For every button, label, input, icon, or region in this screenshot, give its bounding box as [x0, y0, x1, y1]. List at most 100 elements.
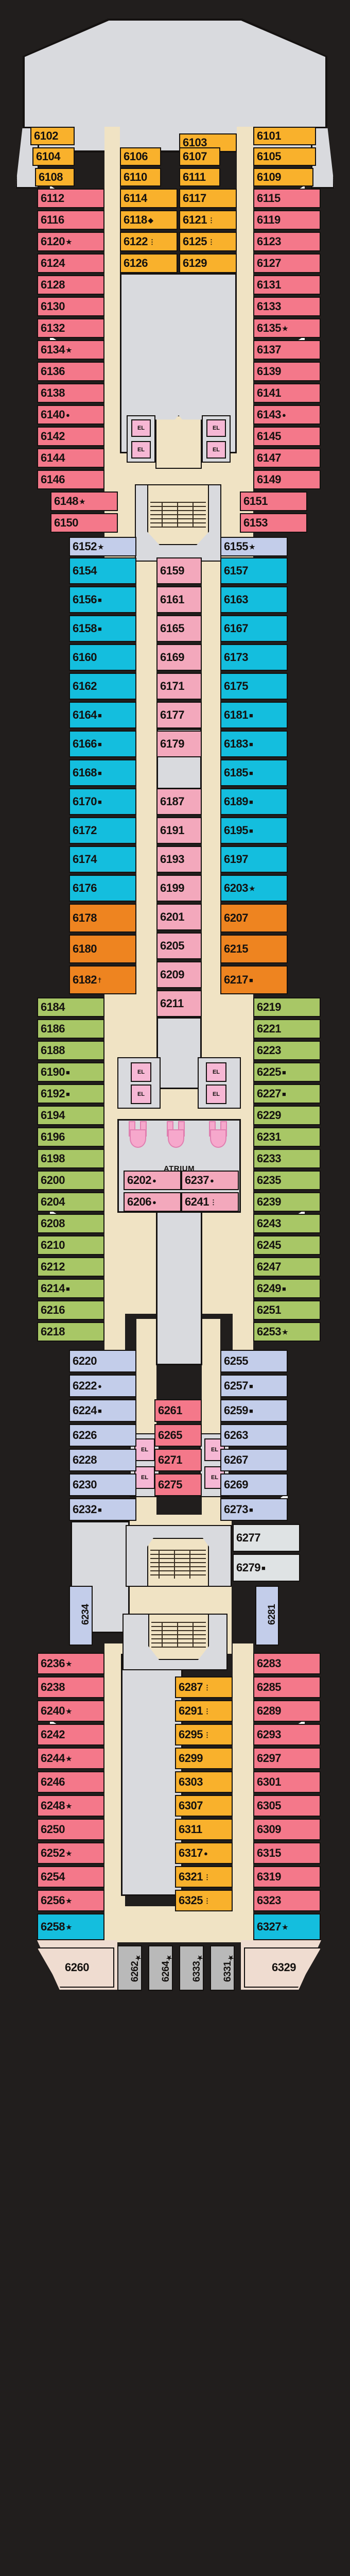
elevator-forward-port-1[interactable]: EL — [131, 419, 151, 437]
cabin-6206[interactable]: 6206● — [124, 1192, 181, 1212]
cabin-6118[interactable]: 6118◆ — [120, 210, 178, 230]
cabin-6112[interactable]: 6112 — [37, 189, 104, 208]
cabin-6264[interactable]: 6264★ — [148, 1945, 173, 1991]
cabin-6247[interactable]: 6247 — [253, 1257, 321, 1277]
cabin-6130[interactable]: 6130 — [37, 297, 104, 316]
elevator-forward-starboard-1[interactable]: EL — [206, 419, 226, 437]
cabin-6106[interactable]: 6106 — [120, 147, 161, 166]
cabin-6187[interactable]: 6187 — [156, 788, 202, 815]
cabin-6207[interactable]: 6207 — [220, 904, 288, 933]
cabin-6226[interactable]: 6226 — [69, 1424, 136, 1447]
cabin-6139[interactable]: 6139 — [253, 362, 321, 381]
cabin-6153[interactable]: 6153 — [240, 513, 307, 533]
cabin-6174[interactable]: 6174 — [69, 846, 136, 873]
cabin-6108[interactable]: 6108 — [35, 168, 75, 187]
cabin-6305[interactable]: 6305 — [253, 1795, 321, 1817]
cabin-6144[interactable]: 6144 — [37, 448, 104, 468]
cabin-6260[interactable]: 6260 — [37, 1947, 114, 1988]
cabin-6145[interactable]: 6145 — [253, 427, 321, 446]
cabin-6307[interactable]: 6307 — [175, 1795, 233, 1817]
cabin-6203[interactable]: 6203★ — [220, 875, 288, 902]
cabin-6150[interactable]: 6150 — [50, 513, 118, 533]
cabin-6132[interactable]: 6132 — [37, 318, 104, 338]
cabin-6201[interactable]: 6201 — [156, 904, 202, 930]
cabin-6148[interactable]: 6148★ — [50, 492, 118, 511]
cabin-6299[interactable]: 6299 — [175, 1748, 233, 1769]
cabin-6123[interactable]: 6123 — [253, 232, 321, 251]
cabin-6164[interactable]: 6164■ — [69, 702, 136, 728]
cabin-6104[interactable]: 6104 — [32, 147, 75, 166]
cabin-6129[interactable]: 6129 — [179, 253, 237, 273]
cabin-6255[interactable]: 6255 — [220, 1350, 288, 1372]
cabin-6256[interactable]: 6256★ — [37, 1890, 104, 1911]
cabin-6283[interactable]: 6283 — [253, 1653, 321, 1674]
cabin-6116[interactable]: 6116 — [37, 210, 104, 230]
cabin-6135[interactable]: 6135★ — [253, 318, 321, 338]
cabin-6317[interactable]: 6317● — [175, 1842, 233, 1864]
elevator-forward-starboard-2[interactable]: EL — [206, 441, 226, 459]
cabin-6168[interactable]: 6168■ — [69, 759, 136, 786]
cabin-6119[interactable]: 6119 — [253, 210, 321, 230]
cabin-6195[interactable]: 6195■ — [220, 817, 288, 844]
cabin-6192[interactable]: 6192■ — [37, 1084, 104, 1104]
cabin-6191[interactable]: 6191 — [156, 817, 202, 844]
cabin-6183[interactable]: 6183■ — [220, 731, 288, 757]
cabin-6237[interactable]: 6237● — [181, 1171, 239, 1190]
cabin-6273[interactable]: 6273■ — [220, 1498, 288, 1521]
cabin-6109[interactable]: 6109 — [253, 168, 313, 187]
cabin-6224[interactable]: 6224■ — [69, 1399, 136, 1422]
cabin-6190[interactable]: 6190■ — [37, 1062, 104, 1082]
cabin-6179[interactable]: 6179 — [156, 731, 202, 757]
cabin-6233[interactable]: 6233 — [253, 1149, 321, 1168]
cabin-6243[interactable]: 6243 — [253, 1214, 321, 1233]
cabin-6176[interactable]: 6176 — [69, 875, 136, 902]
cabin-6252[interactable]: 6252★ — [37, 1842, 104, 1864]
cabin-6293[interactable]: 6293 — [253, 1724, 321, 1745]
cabin-6250[interactable]: 6250 — [37, 1819, 104, 1840]
cabin-6215[interactable]: 6215 — [220, 935, 288, 963]
cabin-6258[interactable]: 6258★ — [37, 1913, 104, 1940]
cabin-6184[interactable]: 6184 — [37, 997, 104, 1017]
cabin-6214[interactable]: 6214■ — [37, 1279, 104, 1298]
cabin-6202[interactable]: 6202● — [124, 1171, 181, 1190]
cabin-6277[interactable]: 6277 — [233, 1524, 300, 1552]
cabin-6151[interactable]: 6151 — [240, 492, 307, 511]
cabin-6303[interactable]: 6303 — [175, 1771, 233, 1793]
cabin-6193[interactable]: 6193 — [156, 846, 202, 873]
cabin-6216[interactable]: 6216 — [37, 1300, 104, 1320]
cabin-6279[interactable]: 6279■ — [233, 1554, 300, 1582]
cabin-6166[interactable]: 6166■ — [69, 731, 136, 757]
cabin-6142[interactable]: 6142 — [37, 427, 104, 446]
cabin-6152[interactable]: 6152★ — [69, 537, 136, 556]
cabin-6182[interactable]: 6182† — [69, 965, 136, 994]
cabin-6186[interactable]: 6186 — [37, 1019, 104, 1039]
cabin-6287[interactable]: 6287⋮ — [175, 1676, 233, 1698]
cabin-6197[interactable]: 6197 — [220, 846, 288, 873]
cabin-6196[interactable]: 6196 — [37, 1127, 104, 1147]
cabin-6171[interactable]: 6171 — [156, 673, 202, 700]
cabin-6146[interactable]: 6146 — [37, 470, 104, 489]
cabin-6111[interactable]: 6111 — [179, 168, 220, 187]
cabin-6126[interactable]: 6126 — [120, 253, 178, 273]
cabin-6209[interactable]: 6209 — [156, 961, 202, 988]
cabin-6163[interactable]: 6163 — [220, 586, 288, 613]
cabin-6321[interactable]: 6321⋮ — [175, 1866, 233, 1888]
cabin-6185[interactable]: 6185■ — [220, 759, 288, 786]
cabin-6137[interactable]: 6137 — [253, 340, 321, 360]
cabin-6167[interactable]: 6167 — [220, 615, 288, 642]
cabin-6172[interactable]: 6172 — [69, 817, 136, 844]
cabin-6241[interactable]: 6241⋮ — [181, 1192, 239, 1212]
cabin-6115[interactable]: 6115 — [253, 189, 321, 208]
cabin-6138[interactable]: 6138 — [37, 383, 104, 403]
cabin-6178[interactable]: 6178 — [69, 904, 136, 933]
elevator-forward-port-2[interactable]: EL — [131, 441, 151, 459]
cabin-6323[interactable]: 6323 — [253, 1890, 321, 1911]
cabin-6249[interactable]: 6249■ — [253, 1279, 321, 1298]
cabin-6238[interactable]: 6238 — [37, 1676, 104, 1698]
cabin-6210[interactable]: 6210 — [37, 1235, 104, 1255]
cabin-6232[interactable]: 6232■ — [69, 1498, 136, 1521]
cabin-6227[interactable]: 6227■ — [253, 1084, 321, 1104]
cabin-6155[interactable]: 6155★ — [220, 537, 288, 556]
cabin-6225[interactable]: 6225■ — [253, 1062, 321, 1082]
cabin-6259[interactable]: 6259■ — [220, 1399, 288, 1422]
